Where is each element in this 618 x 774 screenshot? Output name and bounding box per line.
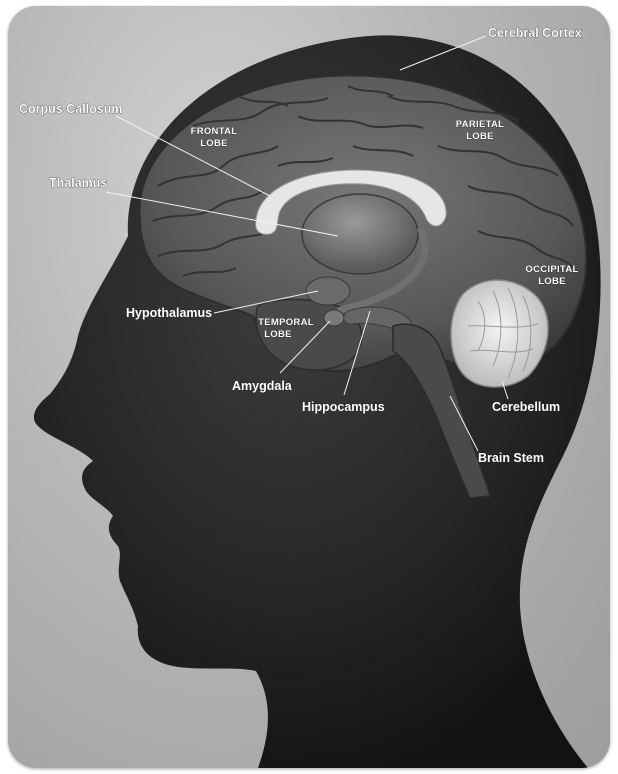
label-frontal-lobe-line2: LOBE <box>200 138 228 149</box>
brain-anatomy-diagram: Cerebral Cortex Corpus Callosum FRONTAL … <box>8 6 610 768</box>
label-corpus-callosum: Corpus Callosum <box>19 102 123 116</box>
label-brain-stem: Brain Stem <box>478 451 544 465</box>
label-cerebral-cortex: Cerebral Cortex <box>488 26 582 40</box>
label-occipital-lobe-line2: LOBE <box>538 276 566 287</box>
cerebellum <box>451 280 548 387</box>
label-parietal-lobe-line1: PARIETAL <box>456 119 505 130</box>
label-occipital-lobe-line1: OCCIPITAL <box>525 264 578 275</box>
thalamus <box>302 194 418 274</box>
label-cerebellum: Cerebellum <box>492 400 560 414</box>
label-hippocampus: Hippocampus <box>302 400 385 414</box>
label-frontal-lobe-line1: FRONTAL <box>191 126 238 137</box>
illustration-card: Cerebral Cortex Corpus Callosum FRONTAL … <box>8 6 610 768</box>
label-hypothalamus: Hypothalamus <box>126 306 212 320</box>
label-thalamus: Thalamus <box>49 176 107 190</box>
label-temporal-lobe-line2: LOBE <box>264 329 292 340</box>
label-parietal-lobe-line2: LOBE <box>466 131 494 142</box>
hypothalamus <box>306 277 350 305</box>
label-temporal-lobe-line1: TEMPORAL <box>258 317 314 328</box>
label-amygdala: Amygdala <box>232 379 293 393</box>
